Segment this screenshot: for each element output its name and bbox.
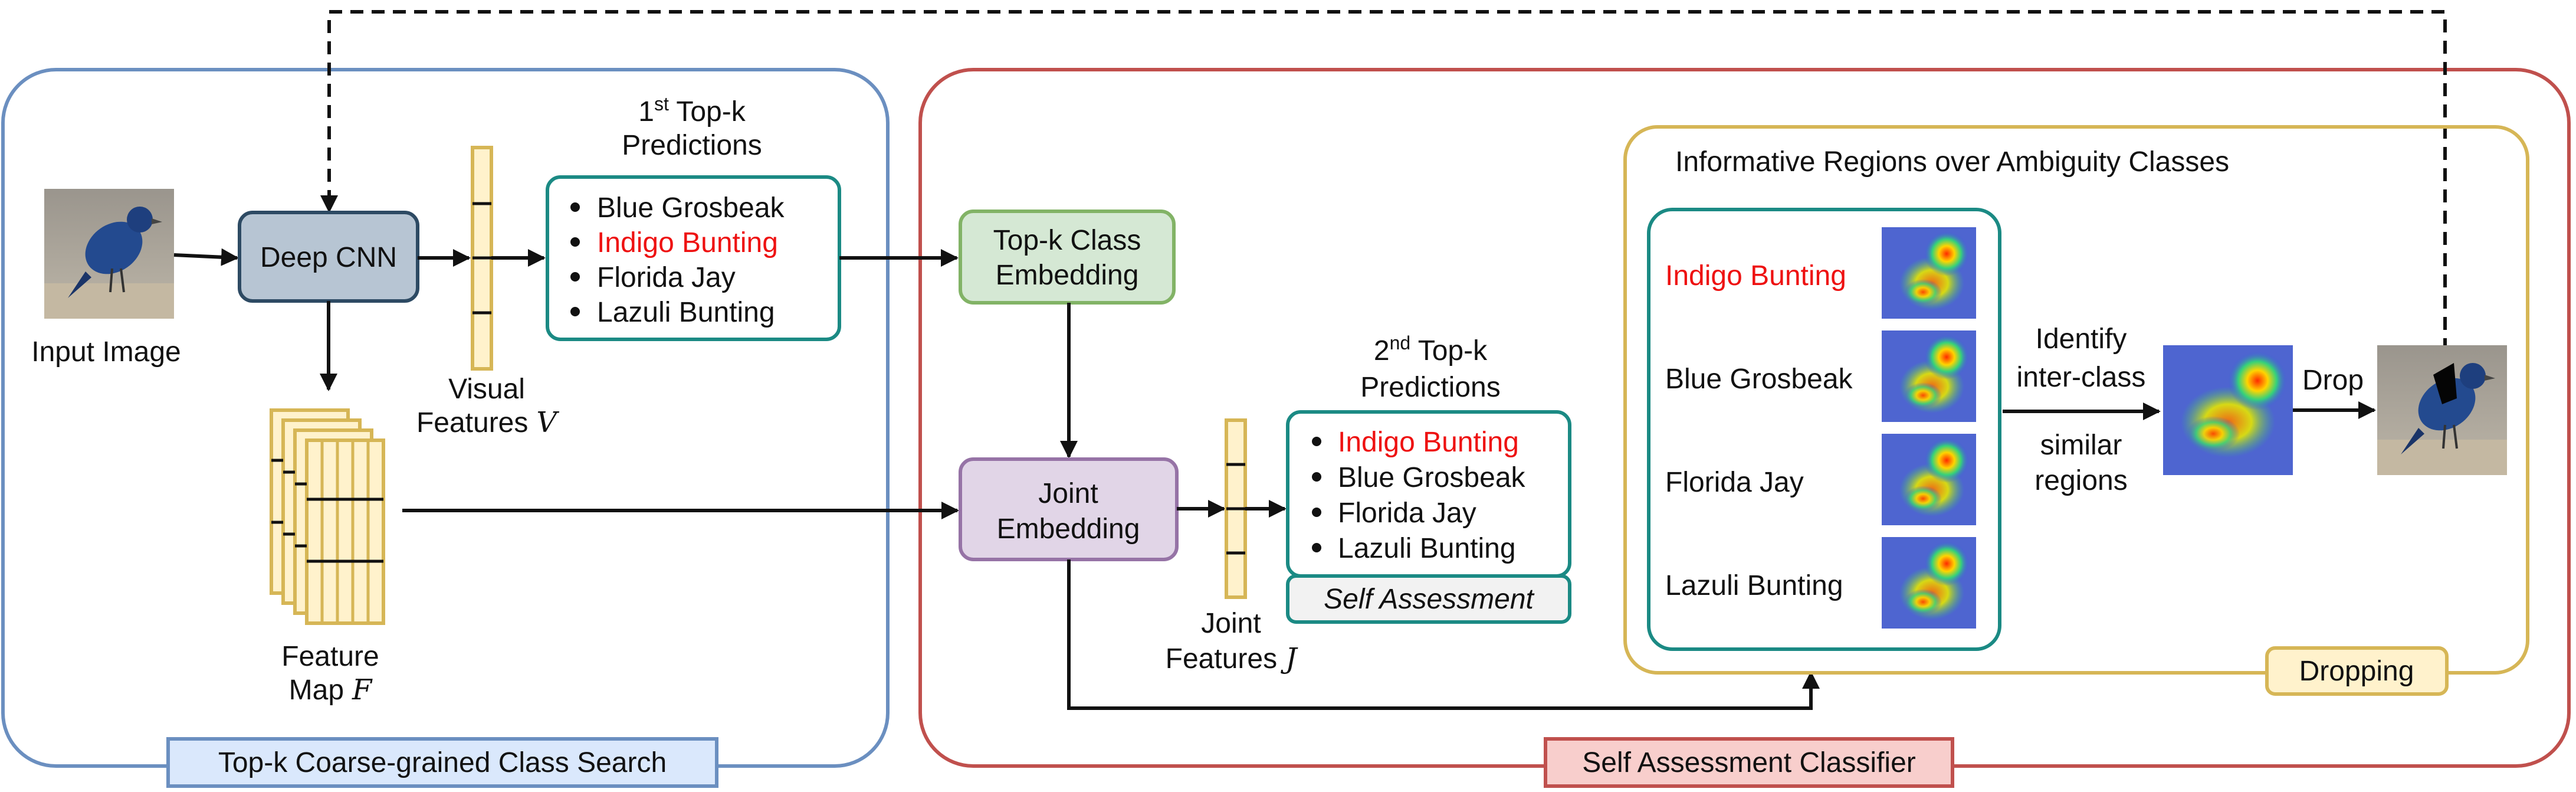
joint-embedding-line1: Joint bbox=[1038, 478, 1098, 509]
heatmap-indigo-bunting bbox=[1882, 227, 1976, 319]
joint-features-label-line1: Joint bbox=[1201, 608, 1261, 639]
dropping-label-box bbox=[2265, 646, 2449, 696]
first-predictions-title-line1: 1st Top-k bbox=[638, 93, 746, 127]
heatmap-lazuli-bunting bbox=[1882, 537, 1976, 629]
self-assessment-label: Self Assessment bbox=[1324, 584, 1534, 615]
combined-similar-regions-heatmap bbox=[2163, 345, 2293, 475]
second-predictions-list: Indigo Bunting Blue Grosbeak Florida Jay… bbox=[1312, 427, 1526, 564]
identify-label-line1: Identify bbox=[2036, 323, 2127, 355]
first-predictions-title-line2: Predictions bbox=[622, 130, 762, 161]
identify-label-line2: inter-class bbox=[2017, 362, 2146, 393]
ambiguity-class: Florida Jay bbox=[1665, 467, 1804, 498]
right-panel-label-box bbox=[1544, 737, 1954, 788]
first-prediction-item: Blue Grosbeak bbox=[597, 192, 785, 224]
regions-title: Informative Regions over Ambiguity Class… bbox=[1675, 146, 2229, 178]
visual-features-label-line1: Visual bbox=[448, 374, 525, 405]
heatmap-blue-grosbeak bbox=[1882, 330, 1976, 422]
self-assessment-badge bbox=[1286, 574, 1571, 624]
input-bird-image bbox=[43, 188, 175, 320]
regions-panel bbox=[1623, 125, 2529, 675]
left-panel-label-box bbox=[166, 737, 718, 788]
topk-class-embedding-line1: Top-k Class bbox=[993, 225, 1141, 256]
joint-embedding-line2: Embedding bbox=[997, 513, 1140, 545]
topk-class-embedding-line2: Embedding bbox=[996, 260, 1139, 291]
dropping-label: Dropping bbox=[2299, 656, 2414, 687]
left-panel-label: Top-k Coarse-grained Class Search bbox=[218, 747, 667, 778]
input-image-caption: Input Image bbox=[31, 336, 181, 368]
arrow-joint-to-regions bbox=[1067, 559, 1820, 710]
drop-label: Drop bbox=[2302, 365, 2364, 396]
second-predictions-title-line1: 2nd Top-k bbox=[1374, 332, 1488, 366]
ambiguity-class-highlighted: Indigo Bunting bbox=[1665, 260, 1846, 292]
second-prediction-item: Florida Jay bbox=[1338, 498, 1476, 529]
first-prediction-item-highlighted: Indigo Bunting bbox=[597, 227, 778, 258]
feature-map-stack bbox=[270, 408, 385, 625]
first-prediction-item: Florida Jay bbox=[597, 262, 736, 293]
second-predictions-title-line2: Predictions bbox=[1360, 372, 1500, 403]
second-prediction-item: Blue Grosbeak bbox=[1338, 462, 1526, 493]
right-panel-label: Self Assessment Classifier bbox=[1582, 747, 1916, 778]
ambiguity-class: Lazuli Bunting bbox=[1665, 570, 1843, 601]
second-prediction-item: Lazuli Bunting bbox=[1338, 533, 1516, 564]
first-predictions-list: Blue Grosbeak Indigo Bunting Florida Jay… bbox=[570, 192, 785, 328]
second-prediction-item-highlighted: Indigo Bunting bbox=[1338, 427, 1519, 458]
dropped-bird-image bbox=[2376, 344, 2508, 476]
first-prediction-item: Lazuli Bunting bbox=[597, 297, 775, 328]
ambiguity-class: Blue Grosbeak bbox=[1665, 364, 1853, 395]
heatmap-florida-jay bbox=[1882, 434, 1976, 525]
deep-cnn-label: Deep CNN bbox=[260, 242, 397, 273]
feature-map-label-line1: Feature bbox=[281, 641, 379, 672]
feedback-dashed-arrow bbox=[320, 10, 2447, 351]
similar-label-line2: regions bbox=[2034, 465, 2127, 496]
arrow-input-to-cnn bbox=[173, 248, 239, 266]
similar-label-line1: similar bbox=[2040, 430, 2122, 461]
